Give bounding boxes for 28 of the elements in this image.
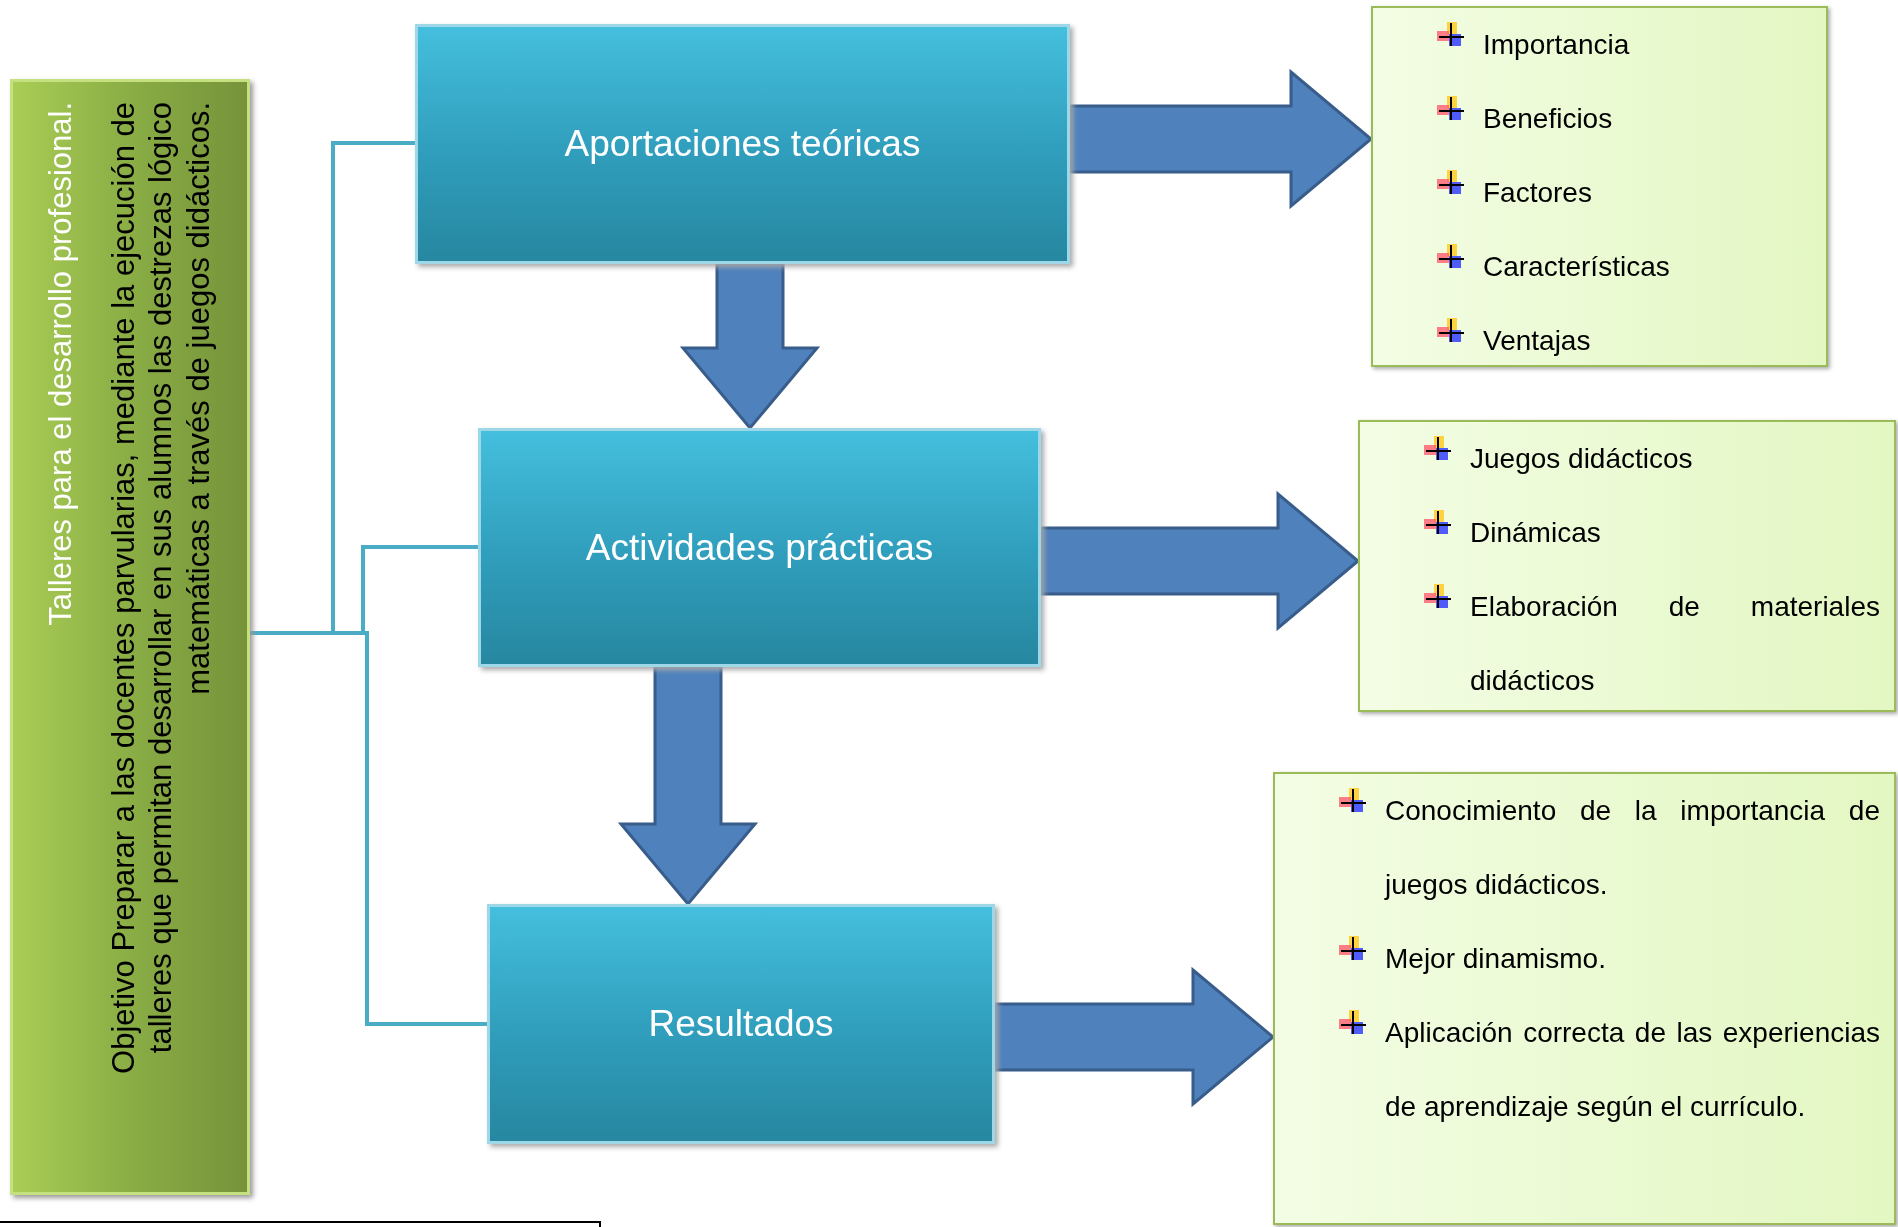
- objective-text: Objetivo Preparar a las docentes parvularias, mediante la ejecución de talleres que permitan desarrollar en sus alumnos las destrezas lógico matemáticas a través de juegos didácticos.: [105, 102, 217, 1076]
- list-item-text: Beneficios: [1483, 102, 1614, 136]
- list-item-text: Dinámicas: [1470, 516, 1602, 550]
- process-box: [487, 904, 995, 1144]
- list-item-text: Mejor dinamismo.: [1385, 942, 1607, 976]
- block-arrow: [993, 966, 1276, 1108]
- title-banner: [10, 79, 250, 1195]
- block-arrow: [1039, 490, 1361, 632]
- process-box: [415, 24, 1070, 264]
- list-item-text: Ventajas: [1483, 324, 1592, 358]
- bullet-list-box: [1273, 772, 1896, 1225]
- list-item-text: Importancia: [1483, 28, 1631, 62]
- block-arrow: [617, 665, 759, 907]
- block-arrow: [679, 262, 821, 431]
- box-label: Actividades prácticas: [585, 526, 934, 569]
- process-box: [478, 428, 1041, 667]
- list-item-text: Aplicación correcta de las experiencias de aprendizaje según el currículo.: [1385, 1016, 1880, 1124]
- box-label: Resultados: [648, 1003, 834, 1045]
- banner-title: Talleres para el desarrollo profesional.: [43, 102, 80, 628]
- bullet-list-box: [1358, 420, 1896, 712]
- list-item-text: Características: [1483, 250, 1671, 284]
- bullet-list-box: [1371, 6, 1828, 367]
- list-item-text: Factores: [1483, 176, 1593, 210]
- list-item-text: Conocimiento de la importancia de juegos didácticos.: [1385, 794, 1880, 902]
- list-item-text: Juegos didácticos: [1470, 442, 1694, 476]
- block-arrow: [1068, 68, 1374, 210]
- box-label: Aportaciones teóricas: [564, 123, 921, 165]
- list-item-text: Elaboración de materiales didácticos: [1470, 590, 1880, 698]
